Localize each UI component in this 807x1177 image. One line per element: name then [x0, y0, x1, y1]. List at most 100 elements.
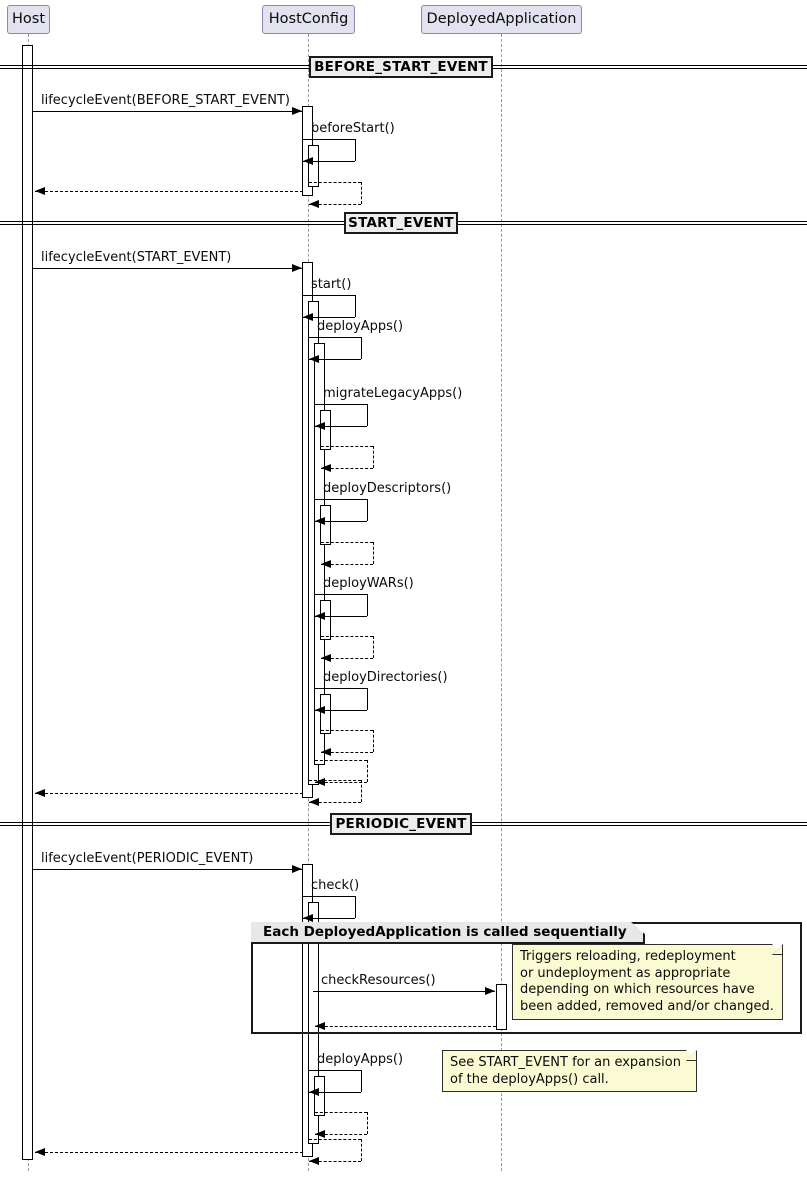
self-message-bottom-m24 [315, 1134, 367, 1135]
divider-start: START_EVENT [344, 212, 458, 234]
self-message-bottom-m8 [315, 426, 367, 427]
self-message-arrowhead [315, 612, 325, 620]
self-message-bottom-m3 [309, 204, 361, 205]
self-message-top-m11 [321, 542, 373, 543]
self-message-top-m23 [309, 1070, 361, 1071]
activation-bar [320, 694, 331, 734]
self-message-top-m9 [321, 446, 373, 447]
message-line-m4 [35, 191, 303, 192]
self-message-side-m3 [361, 182, 362, 204]
self-message-top-m2 [303, 139, 355, 140]
self-message-bottom-m9 [321, 468, 373, 469]
message-line-m26 [35, 1152, 303, 1153]
frame-tab-label: Each DeployedApplication is called seque… [263, 924, 627, 940]
message-line-m21 [313, 991, 495, 992]
self-message-bottom-m20 [303, 918, 355, 919]
message-arrowhead [485, 987, 495, 995]
message-arrowhead [35, 789, 45, 797]
self-message-side-m14 [367, 688, 368, 710]
message-line-m22 [315, 1026, 496, 1027]
self-message-side-m23 [361, 1070, 362, 1092]
activation-bar [320, 410, 331, 450]
message-label-m8: migrateLegacyApps() [323, 386, 463, 401]
self-message-arrowhead [315, 706, 325, 714]
activation-bar [320, 505, 331, 545]
self-message-top-m25 [309, 1139, 361, 1140]
message-arrowhead [35, 187, 45, 195]
message-line-m18 [35, 793, 303, 794]
self-message-arrowhead [309, 798, 319, 806]
self-message-top-m13 [321, 636, 373, 637]
self-message-side-m13 [373, 636, 374, 658]
message-label-m14: deployDirectories() [323, 670, 448, 685]
message-arrowhead [35, 1148, 45, 1156]
note-note-checkresources: Triggers reloading, redeployment or unde… [512, 944, 783, 1020]
self-message-top-m6 [303, 295, 355, 296]
self-message-side-m17 [361, 780, 362, 802]
self-message-arrowhead [321, 748, 331, 756]
message-label-m1: lifecycleEvent(BEFORE_START_EVENT) [41, 93, 290, 108]
self-message-arrowhead [321, 464, 331, 472]
divider-before-start: BEFORE_START_EVENT [309, 56, 493, 78]
message-label-m12: deployWARs() [323, 576, 414, 591]
self-message-arrowhead [309, 200, 319, 208]
self-message-arrowhead [309, 1088, 319, 1096]
note-fold-inner [687, 1051, 696, 1060]
message-label-m21: checkResources() [321, 973, 436, 988]
self-message-bottom-m10 [315, 521, 367, 522]
message-label-m19: lifecycleEvent(PERIODIC_EVENT) [41, 851, 254, 866]
self-message-bottom-m23 [309, 1092, 361, 1093]
self-message-bottom-m14 [315, 710, 367, 711]
message-label-m20: check() [311, 878, 360, 893]
divider-label: BEFORE_START_EVENT [314, 59, 488, 75]
self-message-bottom-m7 [309, 359, 361, 360]
self-message-side-m9 [373, 446, 374, 468]
self-message-top-m12 [315, 594, 367, 595]
self-message-top-m14 [315, 688, 367, 689]
self-message-arrowhead [321, 654, 331, 662]
self-message-top-m16 [315, 760, 367, 761]
self-message-bottom-m25 [309, 1161, 361, 1162]
self-message-top-m7 [309, 337, 361, 338]
self-message-side-m11 [373, 542, 374, 564]
participant-host[interactable]: Host [7, 5, 50, 34]
self-message-side-m8 [367, 404, 368, 426]
self-message-top-m15 [321, 730, 373, 731]
self-message-top-m10 [315, 499, 367, 500]
message-label-m5: lifecycleEvent(START_EVENT) [41, 250, 232, 265]
message-arrowhead [292, 107, 302, 115]
self-message-bottom-m15 [321, 752, 373, 753]
frame-label-loop-each-app: Each DeployedApplication is called seque… [251, 922, 645, 944]
divider-periodic: PERIODIC_EVENT [330, 813, 472, 835]
self-message-top-m20 [303, 896, 355, 897]
self-message-arrowhead [315, 517, 325, 525]
divider-label: PERIODIC_EVENT [335, 816, 467, 832]
self-message-top-m17 [309, 780, 361, 781]
self-message-side-m25 [361, 1139, 362, 1161]
participant-label: Host [12, 11, 46, 28]
self-message-arrowhead [309, 1157, 319, 1165]
self-message-side-m6 [355, 295, 356, 317]
self-message-side-m10 [367, 499, 368, 521]
participant-deployedapplication[interactable]: DeployedApplication [421, 5, 582, 34]
self-message-arrowhead [303, 157, 313, 165]
participant-hostconfig[interactable]: HostConfig [262, 5, 355, 34]
self-message-side-m2 [355, 139, 356, 161]
self-message-bottom-m11 [321, 564, 373, 565]
activation-bar [308, 145, 319, 187]
note-note-deployapps: See START_EVENT for an expansion of the … [442, 1050, 697, 1092]
self-message-arrowhead [303, 313, 313, 321]
self-message-bottom-m16 [315, 782, 367, 783]
self-message-side-m12 [367, 594, 368, 616]
message-line-m1 [33, 111, 302, 112]
participant-label: DeployedApplication [426, 11, 577, 28]
activation-bar [314, 1076, 325, 1116]
self-message-side-m7 [361, 337, 362, 359]
self-message-top-m3 [309, 182, 361, 183]
self-message-arrowhead [303, 914, 313, 922]
self-message-top-m24 [315, 1112, 367, 1113]
message-arrowhead [292, 264, 302, 272]
message-label-m23: deployApps() [317, 1052, 404, 1067]
divider-label: START_EVENT [348, 215, 454, 231]
